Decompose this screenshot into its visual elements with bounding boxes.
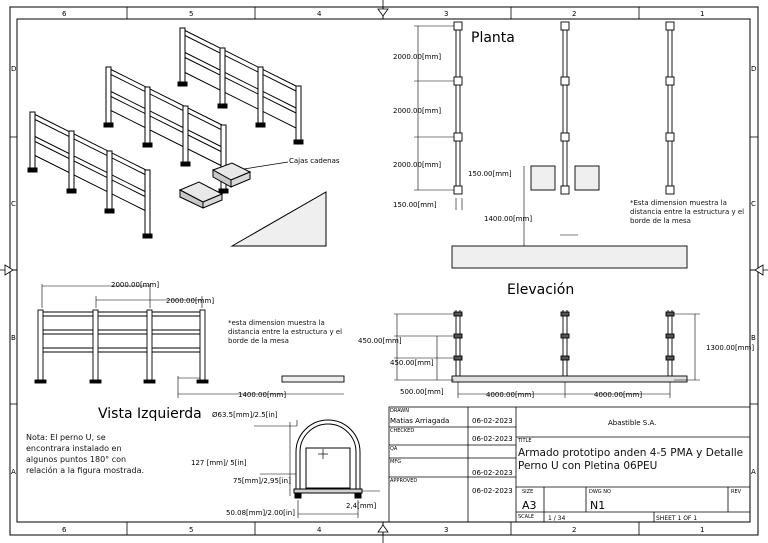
col-label: 5 [189, 526, 193, 534]
vista-izquierda-view [34, 284, 345, 398]
tb-dwg-label: DWG NO [589, 489, 611, 495]
label-cajas-cadenas: Cajas cadenas [289, 157, 340, 165]
tb-approved-label: APPROVED [390, 478, 417, 484]
planta-title: Planta [471, 30, 515, 46]
detail-dim-diameter: Ø63.5[mm]/2.5[in] [212, 411, 278, 419]
planta-dim-bottom: 150.00[mm] [393, 201, 437, 209]
row-label: C [11, 200, 16, 208]
tb-size-label: SIZE [522, 489, 533, 495]
detail-dim-2-4: 2,4[mm] [346, 502, 377, 510]
row-label: A [11, 468, 16, 476]
railing-iso-3 [27, 111, 153, 239]
zone-labels: 6 5 4 3 2 1 6 5 4 3 2 1 D C B A D C B A [11, 10, 756, 534]
detail-dim-75: 75[mm]/2,95[in] [233, 477, 291, 485]
tb-title: Armado prototipo anden 4-5 PMA y Detalle… [518, 447, 744, 472]
title-block [388, 406, 751, 523]
tb-qa-label: QA [390, 446, 398, 452]
row-label: B [751, 334, 756, 342]
col-label: 3 [444, 10, 448, 18]
row-label: B [11, 334, 16, 342]
table-iso [230, 191, 327, 247]
nota-box: Nota: El perno U, se encontrara instalad… [26, 433, 145, 475]
col-label: 4 [317, 526, 322, 534]
tb-drawn-date: 06-02-2023 [472, 417, 513, 425]
railing-iso-1 [177, 27, 304, 145]
planta-dim-2: 2000.00[mm] [393, 107, 441, 115]
elev-dim-450-a: 450.00[mm] [358, 337, 402, 345]
tb-drawn-label: DRAWN [390, 408, 409, 414]
vi-dim-2000-a: 2000.00[mm] [111, 281, 159, 289]
vista-izq-note: *esta dimension muestra la distancia ent… [228, 319, 343, 345]
row-label: D [11, 65, 16, 73]
vi-note-box: *esta dimension muestra la distancia ent… [228, 319, 343, 345]
tb-approved-date: 06-02-2023 [472, 487, 513, 495]
col-label: 6 [62, 526, 67, 534]
planta-dim-1: 2000.00[mm] [393, 53, 441, 61]
col-label: 2 [572, 526, 576, 534]
leader-cajas [243, 161, 289, 170]
col-label: 6 [62, 10, 67, 18]
col-label: 1 [700, 526, 704, 534]
col-label: 5 [189, 10, 193, 18]
detail-dim-50: 50.08[mm]/2.00[in] [226, 509, 295, 517]
col-label: 2 [572, 10, 576, 18]
vi-dim-2000-b: 2000.00[mm] [166, 297, 214, 305]
tb-checked-label: CHECKED [390, 428, 414, 434]
tb-scale-label: SCALE [518, 514, 534, 520]
isometric-view [27, 27, 327, 247]
planta-dim-mid: 1400.00[mm] [484, 215, 532, 223]
elev-dim-500: 500.00[mm] [400, 388, 444, 396]
row-label: C [751, 200, 756, 208]
inner-frame [16, 18, 751, 523]
elev-dim-450-b: 450.00[mm] [390, 359, 434, 367]
tb-company: Abastible S.A. [608, 419, 656, 427]
col-label: 3 [444, 526, 448, 534]
tb-title-box: Armado prototipo anden 4-5 PMA y Detalle… [518, 447, 744, 472]
row-label: D [751, 65, 756, 73]
tb-checked-date: 06-02-2023 [472, 435, 513, 443]
tb-drawn-by: Matias Arriagada [390, 417, 449, 425]
elevacion-title: Elevación [507, 282, 574, 298]
tb-size: A3 [522, 499, 537, 512]
tb-sheet: SHEET 1 OF 1 [656, 515, 697, 522]
elev-dim-4000-a: 4000.00[mm] [486, 391, 534, 399]
tb-dwg: N1 [590, 499, 605, 512]
planta-note: *Esta dimension muestra la distancia ent… [630, 199, 745, 225]
railing-iso-2 [103, 66, 229, 194]
row-label: A [751, 468, 756, 476]
elev-dim-4000-b: 4000.00[mm] [594, 391, 642, 399]
col-label: 4 [317, 10, 322, 18]
tb-mfg-date: 06-02-2023 [472, 469, 513, 477]
elevacion-view [394, 310, 700, 398]
tb-rev-label: REV [731, 489, 742, 495]
tb-scale: 1 / 34 [548, 515, 565, 522]
col-label: 1 [700, 10, 704, 18]
detail-dim-127: 127 [mm]/ 5[in] [191, 459, 247, 467]
planta-view [414, 21, 688, 269]
tb-title-label: TITLE [517, 438, 532, 444]
vista-izq-title: Vista Izquierda [98, 406, 202, 422]
vi-dim-1400: 1400.00[mm] [238, 391, 286, 399]
elev-dim-1300: 1300.00[mm] [706, 344, 754, 352]
chain-boxes [178, 162, 252, 209]
planta-dim-plate: 150.00[mm] [468, 170, 512, 178]
nota-text: Nota: El perno U, se encontrara instalad… [26, 433, 145, 475]
planta-note-box: *Esta dimension muestra la distancia ent… [630, 199, 745, 225]
u-bolt-detail [254, 419, 380, 518]
planta-dim-3: 2000.00[mm] [393, 161, 441, 169]
tb-mfg-label: MFG [390, 459, 401, 465]
